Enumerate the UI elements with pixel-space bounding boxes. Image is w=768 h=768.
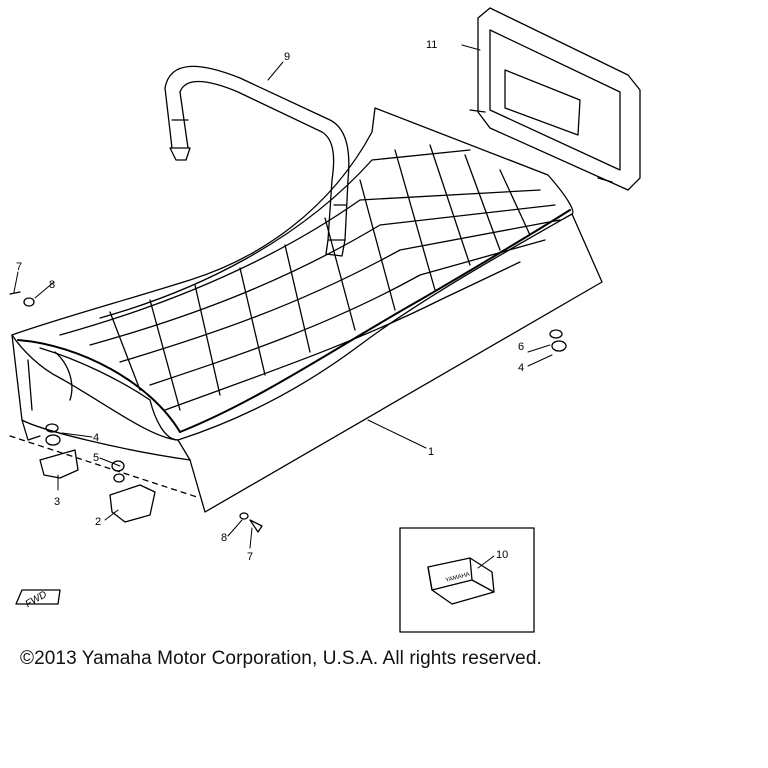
seat-strap	[164, 65, 350, 257]
copyright-notice: ©2013 Yamaha Motor Corporation, U.S.A. A…	[20, 648, 542, 669]
hinge-brackets	[39, 449, 156, 523]
callout-2: 2	[95, 516, 101, 528]
seat-assembly	[9, 107, 603, 513]
leader-lines	[13, 44, 553, 569]
seat-exploded-diagram: 11 9 7 8 1 6 4 4 5 3 2 8 7 10 YAMAHA FWD	[9, 7, 641, 633]
inset-part-text: YAMAHA	[445, 572, 471, 584]
callout-4-left: 4	[93, 432, 99, 444]
callout-1: 1	[428, 446, 434, 458]
callout-10: 10	[496, 549, 508, 561]
callout-3: 3	[54, 496, 60, 508]
callout-6: 6	[518, 341, 524, 353]
taillight-assembly	[469, 7, 641, 191]
fasteners	[9, 291, 567, 533]
callout-8-bottom: 8	[221, 532, 227, 544]
inset-box	[399, 527, 535, 633]
callout-5: 5	[93, 452, 99, 464]
callout-8-top: 8	[49, 279, 55, 291]
callout-9: 9	[284, 51, 290, 63]
callout-7-bottom: 7	[247, 551, 253, 563]
callout-7-top: 7	[16, 261, 22, 273]
fwd-label: FWD	[24, 589, 49, 610]
callout-11: 11	[426, 39, 437, 51]
fwd-mark	[15, 589, 61, 605]
callout-4-right: 4	[518, 362, 524, 374]
